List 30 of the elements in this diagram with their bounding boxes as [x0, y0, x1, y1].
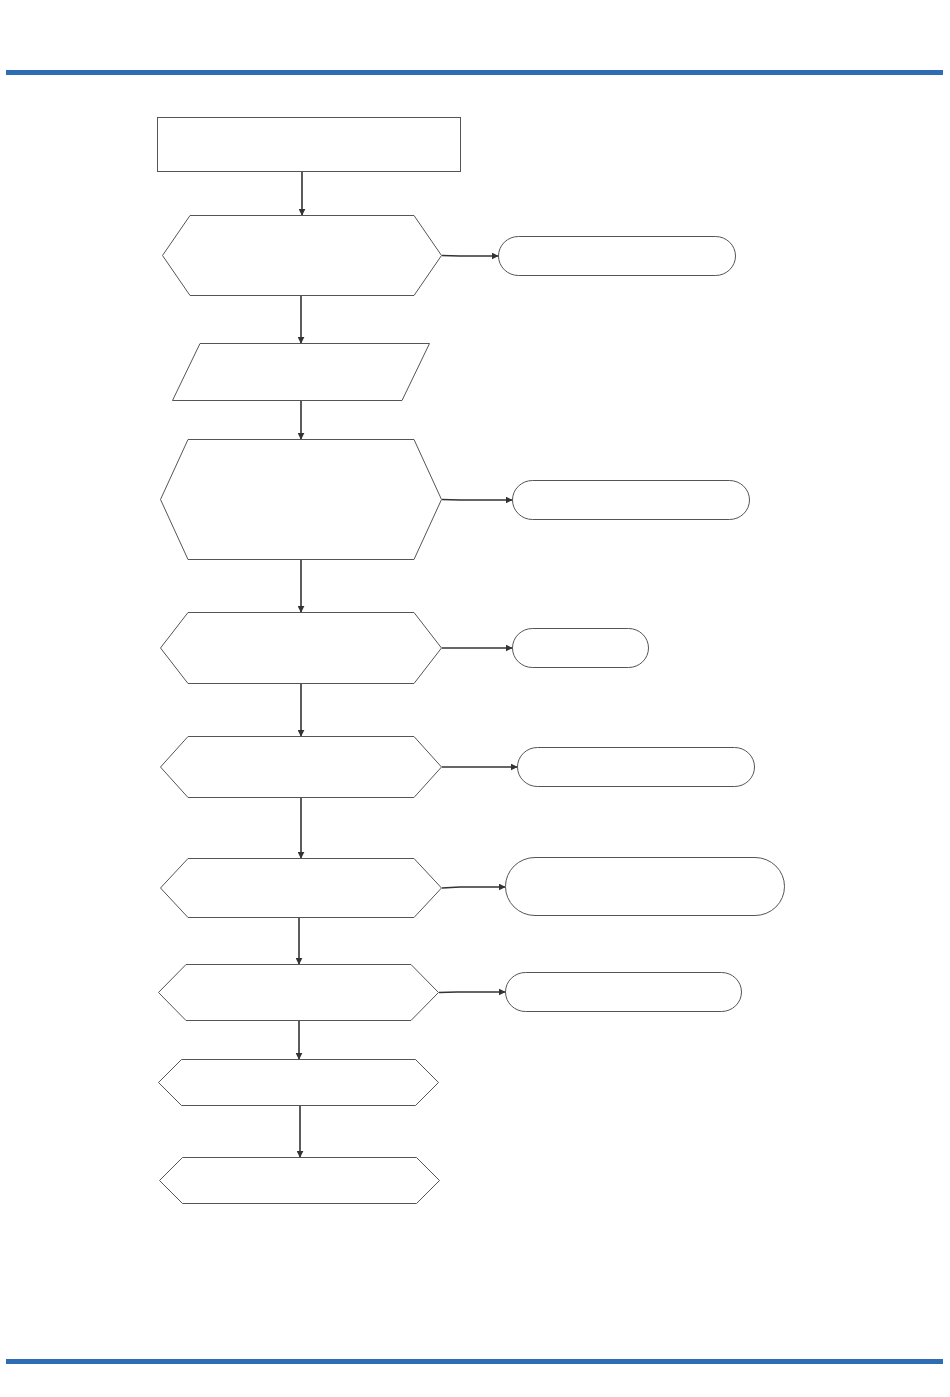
process-box: [157, 117, 461, 172]
arrow: [441, 496, 513, 504]
arrow: [441, 252, 499, 260]
arrow: [295, 1020, 303, 1060]
arrow: [298, 171, 306, 216]
arrow: [297, 295, 305, 344]
arrow: [297, 683, 305, 737]
preparation-hexagon: [159, 1157, 440, 1204]
terminal-box: [498, 236, 736, 276]
preparation-hexagon: [158, 1059, 439, 1106]
preparation-hexagon: [162, 215, 442, 296]
arrow: [297, 400, 305, 440]
arrow: [441, 763, 518, 771]
arrow: [441, 644, 513, 652]
arrow: [297, 559, 305, 613]
terminal-box: [512, 480, 750, 520]
arrow: [297, 797, 305, 859]
arrow: [295, 917, 303, 965]
arrow: [296, 1105, 304, 1158]
preparation-hexagon: [160, 736, 442, 798]
input-parallelogram: [172, 343, 430, 401]
preparation-hexagon: [160, 612, 442, 684]
arrow: [441, 883, 506, 891]
arrow: [438, 988, 506, 996]
preparation-hexagon: [160, 439, 442, 560]
preparation-hexagon: [160, 858, 442, 918]
terminal-box: [517, 747, 755, 787]
terminal-box: [505, 972, 742, 1012]
preparation-hexagon: [158, 964, 439, 1021]
terminal-box: [512, 628, 649, 668]
